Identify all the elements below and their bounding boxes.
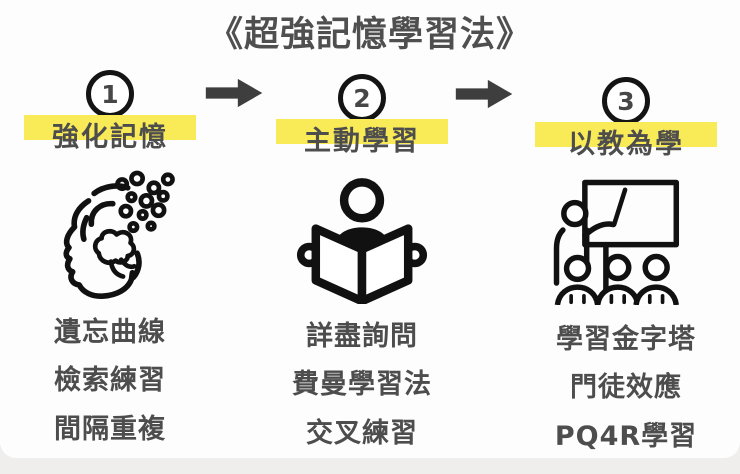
list-item: 詳盡詢問 bbox=[306, 321, 418, 352]
step-3-heading-text: 以教為學 bbox=[568, 129, 684, 160]
step-2-item-list: 詳盡詢問 費曼學習法 交叉練習 bbox=[292, 321, 432, 450]
step-2-number: 2 bbox=[353, 83, 371, 113]
head-brain-dots-icon bbox=[40, 166, 180, 302]
page-title: 《超強記憶學習法》 bbox=[207, 15, 532, 55]
right-arrow-icon bbox=[455, 78, 515, 114]
step-2-heading-text: 主動學習 bbox=[304, 126, 420, 157]
step-2-number-badge: 2 bbox=[338, 74, 386, 122]
list-item: 檢索練習 bbox=[54, 365, 166, 397]
list-item: 間隔重複 bbox=[54, 413, 166, 445]
highlight-bar bbox=[276, 119, 448, 144]
step-3-number-badge: 3 bbox=[602, 77, 650, 125]
step-1-heading-text: 強化記憶 bbox=[52, 122, 168, 153]
list-item: 門徒效應 bbox=[569, 372, 682, 404]
step-1-item-list: 遺忘曲線 檢索練習 間隔重複 bbox=[54, 317, 166, 446]
infographic-card: 《超強記憶學習法》 1 強化記憶 bbox=[0, 0, 740, 458]
list-item: 費曼學習法 bbox=[292, 369, 432, 401]
highlight-bar bbox=[535, 122, 717, 147]
step-column-1: 1 強化記憶 bbox=[12, 70, 208, 446]
list-item: PQ4R學習 bbox=[554, 420, 698, 452]
person-reading-book-icon bbox=[296, 170, 428, 306]
step-3-number: 3 bbox=[617, 86, 635, 116]
list-item: 遺忘曲線 bbox=[54, 317, 166, 348]
right-arrow-icon bbox=[205, 77, 265, 113]
list-item: 交叉練習 bbox=[306, 417, 418, 449]
step-1-number-badge: 1 bbox=[86, 70, 134, 118]
list-item: 學習金字塔 bbox=[555, 324, 696, 355]
step-1-number: 1 bbox=[101, 79, 119, 109]
step-3-heading: 以教為學 bbox=[535, 122, 717, 163]
step-3-item-list: 學習金字塔 門徒效應 PQ4R學習 bbox=[555, 324, 697, 453]
step-column-2: 2 主動學習 詳盡詢問 費曼學習法 交叉練習 bbox=[262, 74, 462, 450]
step-column-3: 3 以教為學 bbox=[520, 77, 732, 453]
step-2-heading: 主動學習 bbox=[276, 119, 448, 160]
highlight-bar bbox=[24, 115, 196, 140]
teacher-blackboard-students-icon bbox=[548, 173, 704, 309]
step-1-heading: 強化記憶 bbox=[24, 115, 196, 156]
